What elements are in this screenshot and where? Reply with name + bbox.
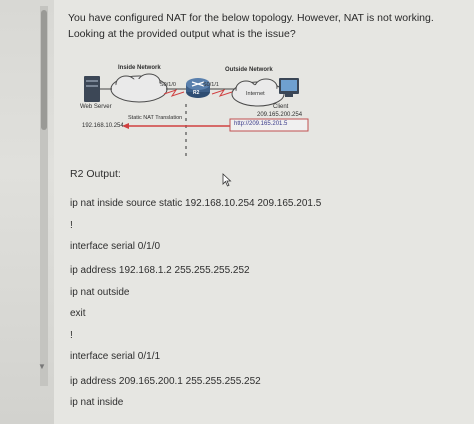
mouse-cursor-icon: [222, 173, 232, 187]
config-line: !: [70, 330, 73, 341]
config-line: ip address 209.165.200.1 255.255.255.252: [70, 376, 261, 387]
topology-diagram: [84, 73, 309, 156]
config-line: ip address 192.168.1.2 255.255.255.252: [70, 265, 250, 276]
question-text: You have configured NAT for the below to…: [68, 10, 458, 42]
config-line: ip nat inside: [70, 397, 124, 408]
interface-inside-label: S0/1/0: [160, 82, 176, 88]
config-line: !: [70, 220, 73, 231]
question-line-1: You have configured NAT for the below to…: [68, 12, 434, 24]
client-pc-icon: [279, 78, 299, 97]
config-line: interface serial 0/1/1: [70, 351, 161, 362]
url-box: [229, 118, 309, 132]
interface-outside-label: S0/1/1: [203, 82, 219, 88]
scrollbar-track[interactable]: [40, 6, 48, 386]
router-icon: [186, 78, 210, 98]
config-line: exit: [70, 308, 86, 319]
scroll-down-icon[interactable]: ▼: [38, 362, 46, 371]
web-server-label: Web Server: [80, 104, 112, 110]
output-heading: R2 Output:: [70, 168, 121, 180]
router-label: R2: [193, 90, 200, 96]
server-icon: [84, 76, 100, 102]
question-card: [54, 0, 474, 424]
inside-cloud-icon: [110, 73, 168, 103]
config-line: ip nat inside source static 192.168.10.2…: [70, 198, 322, 209]
client-ip: 209.165.200.254: [257, 112, 303, 118]
internet-cloud-icon: [231, 78, 285, 107]
inside-network-label: Inside Network: [118, 65, 161, 71]
static-nat-label: Static NAT Translation: [128, 115, 183, 121]
config-line: interface serial 0/1/0: [70, 241, 161, 252]
internet-label: Internet: [246, 91, 265, 97]
config-line: ip nat outside: [70, 287, 130, 298]
outside-network-label: Outside Network: [225, 67, 273, 73]
question-line-2: Looking at the provided output what is t…: [68, 28, 296, 40]
scrollbar-thumb[interactable]: [41, 10, 47, 130]
url-text: http://209.165.201.5: [234, 121, 288, 127]
client-label: Client: [273, 104, 289, 110]
web-server-ip: 192.168.10.254: [82, 123, 124, 129]
